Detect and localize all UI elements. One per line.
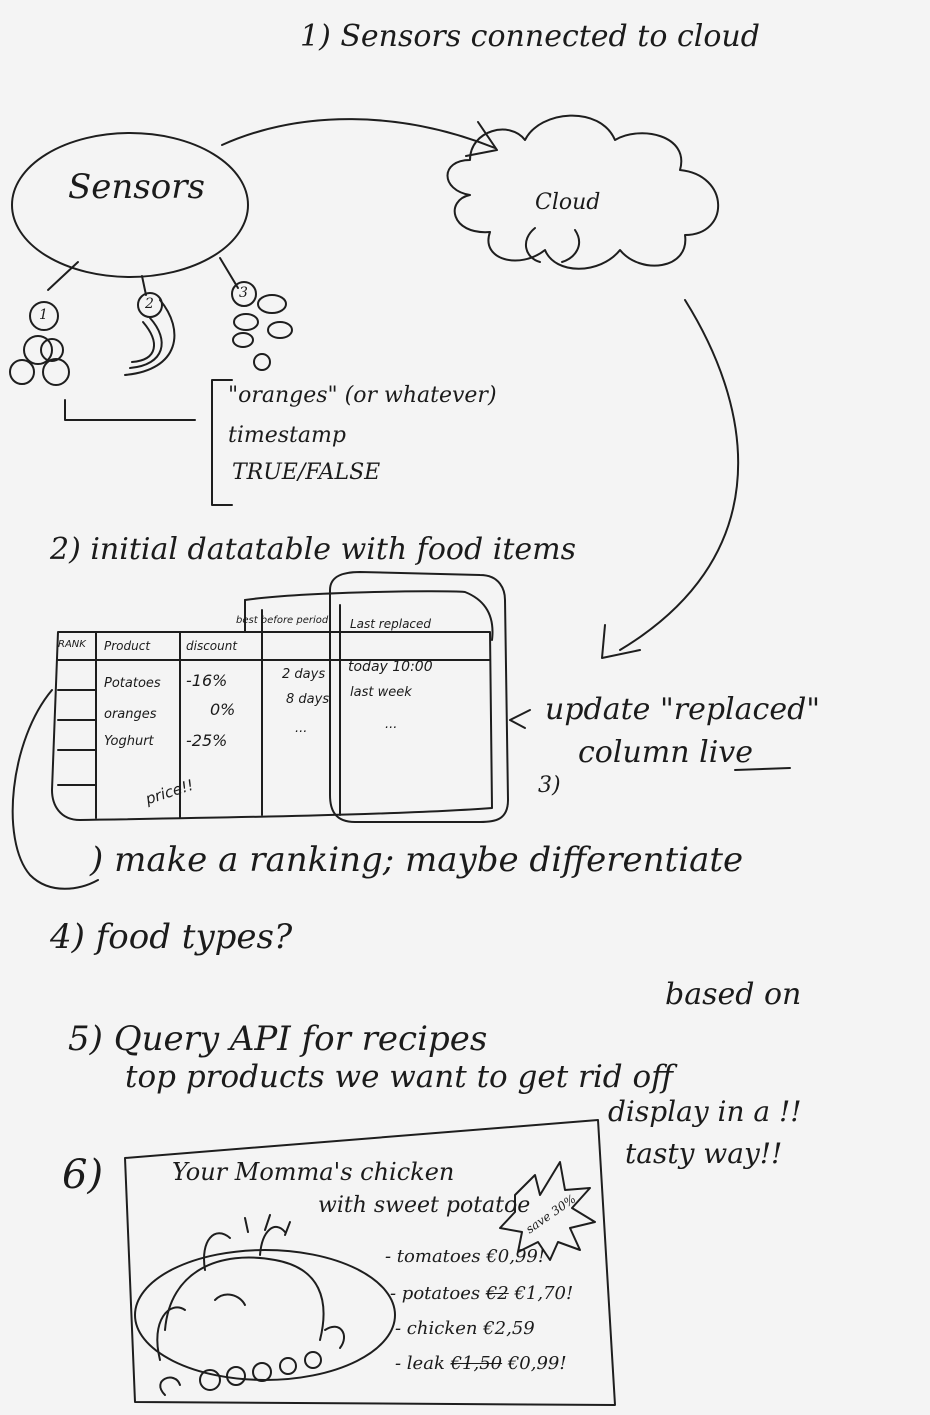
table-row-2-replaced: last week [350, 685, 412, 700]
table-row-3-product: Yoghurt [104, 734, 154, 749]
payload-line-3: TRUE/FALSE [232, 460, 381, 485]
ingredient-leak-new-price: €0,99! [502, 1353, 567, 1374]
ingredient-potatoes-old-price: €2 [485, 1283, 509, 1304]
table-row-1-period: 2 days [282, 667, 326, 682]
cloud-label: Cloud [535, 190, 601, 215]
step5-query-line: 5) Query API for recipes [68, 1019, 488, 1059]
table-row-2-period: 8 days [286, 692, 330, 707]
step3-number: 3) [538, 773, 561, 798]
step3-update-line: update "replaced" [545, 692, 821, 727]
ingredient-tomatoes: - tomatoes €0,99! [385, 1246, 546, 1267]
ingredient-potatoes-new-price: €1,70! [508, 1283, 574, 1304]
ingredient-leak-old-price: €1,50 [450, 1353, 503, 1374]
sensors-bubble [11, 132, 249, 278]
table-header-rank: RANK [58, 639, 86, 650]
table-header-discount: discount [186, 639, 238, 653]
step4-food-types-line: 4) food types? [50, 917, 293, 957]
arrow-cloud-to-table [619, 299, 740, 651]
ingredient-leak-name: - leak [395, 1353, 451, 1374]
step3-live-word: live [699, 735, 753, 770]
table-row-2-discount: 0% [210, 700, 236, 719]
payload-bracket [211, 379, 233, 506]
sensors-label: Sensors [68, 167, 205, 207]
ingredient-chicken: - chicken €2,59 [395, 1318, 535, 1339]
table-row-3-discount: -25% [186, 731, 228, 750]
step5-products-line: top products we want to get rid off [125, 1059, 674, 1095]
link-sensor-2 [141, 275, 147, 296]
step3-column-line: column live [578, 738, 753, 768]
save-starburst [499, 1161, 596, 1261]
step4-ranking-line: ) make a ranking; maybe differentiate [90, 840, 744, 880]
table-row-3-period: ... [295, 721, 308, 736]
step5-based-on: based on [665, 977, 802, 1012]
sensor-2-number: 2 [145, 296, 154, 312]
arrow-sensors-to-cloud [221, 118, 496, 149]
table-row-3-replaced: ... [385, 717, 398, 732]
step1-title: 1) Sensors connected to cloud [300, 19, 760, 54]
table-header-best-before: best before period [236, 615, 329, 626]
step3-column-word: column [578, 735, 700, 770]
step2-title: 2) initial datatable with food items [50, 532, 576, 567]
display-note-line-1: display in a !! [608, 1095, 802, 1128]
table-row-2-product: oranges [104, 707, 157, 722]
sensor-1-number: 1 [39, 307, 48, 323]
live-column-highlight [329, 571, 509, 823]
ingredient-potatoes-name: - potatoes [390, 1283, 486, 1304]
sensor-3-number: 3 [239, 285, 248, 301]
table-header-product: Product [104, 639, 151, 653]
recipe-title-line-1: Your Momma's chicken [172, 1158, 455, 1186]
cloud-shape [446, 114, 720, 270]
payload-line-1: "oranges" (or whatever) [228, 383, 497, 408]
step6-number: 6) [62, 1152, 104, 1198]
link-sensor-3 [219, 257, 239, 289]
recipe-title-line-2: with sweet potatoe [318, 1193, 531, 1218]
table-row-1-replaced: today 10:00 [348, 659, 433, 675]
ingredient-potatoes: - potatoes €2 €1,70! [390, 1285, 573, 1303]
arrow-update-column [509, 709, 531, 729]
payload-line-2: timestamp [228, 423, 346, 448]
table-row-1-discount: -16% [186, 671, 228, 690]
arrow-ranking [11, 689, 99, 890]
table-header-last-replaced: Last replaced [350, 617, 432, 631]
table-row-1-product: Potatoes [104, 676, 161, 691]
recipe-card [124, 1119, 616, 1406]
display-note-line-2: tasty way!! [625, 1137, 783, 1170]
datatable-frame [51, 631, 493, 821]
chicken-dish-doodle [134, 1214, 396, 1396]
link-sensor-1 [47, 261, 79, 291]
ingredient-leak: - leak €1,50 €0,99! [395, 1355, 567, 1373]
